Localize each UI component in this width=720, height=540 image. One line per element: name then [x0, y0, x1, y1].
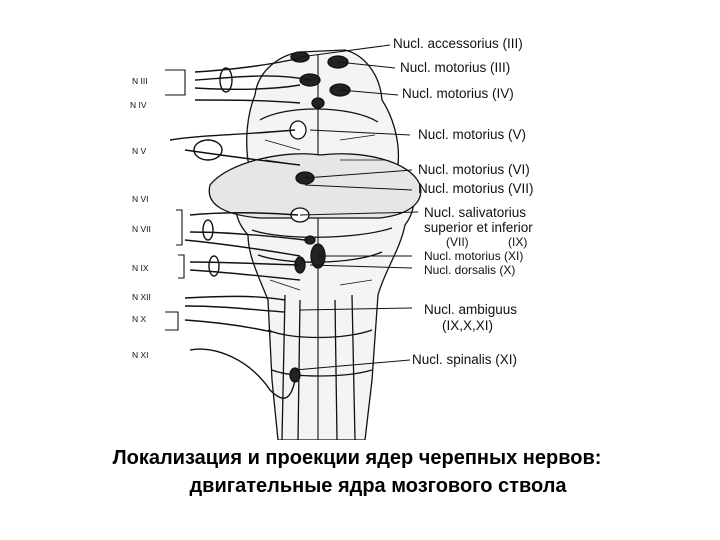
nerve-roots	[169, 57, 311, 399]
leader-lines	[294, 44, 419, 371]
label-motorius-v: Nucl. motorius (V)	[418, 127, 526, 142]
nerve-label-n4: N IV	[130, 100, 147, 110]
nerve-label-n7: N VII	[132, 224, 151, 234]
label-dorsalis: Nucl. dorsalis (X)	[424, 263, 515, 277]
nerve-label-n10: N X	[132, 314, 147, 324]
nerve-label-n12: N XII	[132, 292, 151, 302]
brainstem-diagram: Nucl. accessorius (III) Nucl. motorius (…	[130, 36, 534, 440]
nerve-brackets	[165, 69, 186, 331]
label-motorius-iv: Nucl. motorius (IV)	[402, 86, 514, 101]
nerve-label-n6: N VI	[132, 194, 149, 204]
label-ambiguus-nerves: (IX,X,XI)	[442, 318, 493, 333]
label-vii-small: (VII)	[446, 235, 469, 249]
label-motorius-iii: Nucl. motorius (III)	[400, 60, 510, 75]
label-motorius-vii: Nucl. motorius (VII)	[418, 181, 534, 196]
label-spinalis: Nucl. spinalis (XI)	[412, 352, 517, 367]
label-accessorius: Nucl. accessorius (III)	[393, 36, 523, 51]
nerve-label-n5: N V	[132, 146, 147, 156]
caption-line-2: двигательные ядра мозгового ствола	[189, 475, 567, 497]
label-salivatorius: Nucl. salivatorius	[424, 205, 526, 220]
nerve-label-n11: N XI	[132, 350, 149, 360]
caption-line-1: Локализация и проекции ядер черепных нер…	[112, 447, 602, 469]
label-ambiguus: Nucl. ambiguus	[424, 302, 517, 317]
brainstem-illustration	[208, 49, 422, 440]
label-motorius-vi: Nucl. motorius (VI)	[418, 162, 530, 177]
label-superior-inferior: superior et inferior	[424, 220, 533, 235]
label-motorius-xi: Nucl. motorius (XI)	[424, 249, 523, 263]
nerve-label-n9: N IX	[132, 263, 149, 273]
nerve-label-n3: N III	[132, 76, 148, 86]
label-ix-small: (IX)	[508, 235, 527, 249]
